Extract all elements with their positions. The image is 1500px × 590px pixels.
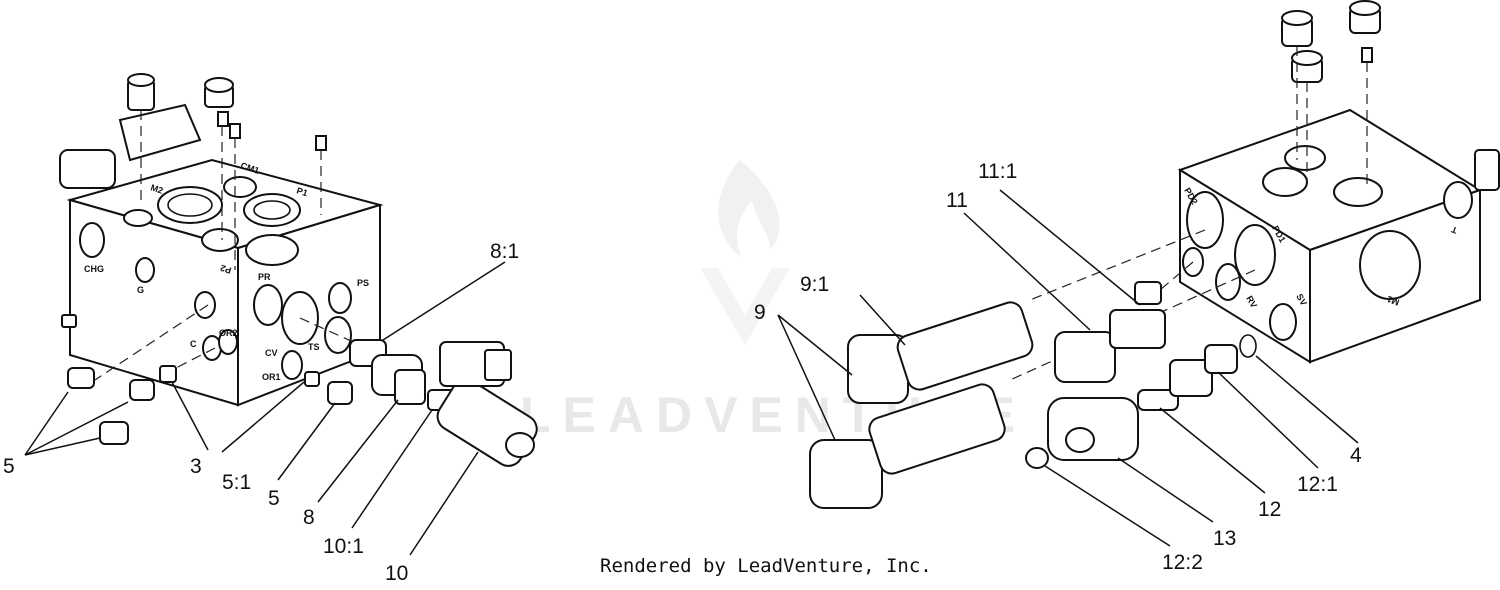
callout-5-right: 5 <box>268 487 280 510</box>
callout-12-1: 12:1 <box>1297 473 1338 496</box>
right-valve-block <box>809 0 1500 509</box>
callout-3: 3 <box>190 455 202 478</box>
callout-4: 4 <box>1350 444 1362 467</box>
left-leader-lines <box>24 261 506 556</box>
left-port-labels: M2 CM1 P1 P2 CHG G PR PS OR2 C CV TS OR1 <box>84 160 369 382</box>
callout-8: 8 <box>303 506 315 529</box>
callout-13: 13 <box>1213 527 1236 550</box>
callout-10: 10 <box>385 562 408 585</box>
left-callouts: 5 3 5:1 5 8 8:1 10:1 10 <box>3 240 519 585</box>
port-label-chg: CHG <box>84 264 104 274</box>
watermark-logo <box>700 160 790 345</box>
port-label-g: G <box>137 285 144 295</box>
port-label-t: T <box>1450 224 1459 235</box>
port-label-c: C <box>190 339 197 349</box>
callout-9-1: 9:1 <box>800 273 829 296</box>
port-label-ps: PS <box>357 278 369 288</box>
callout-5-1: 5:1 <box>222 471 251 494</box>
port-label-m1: M1 <box>1386 294 1401 308</box>
right-callouts: 9:1 9 11:1 11 4 12:1 12 13 12:2 <box>754 160 1362 574</box>
left-valve-block <box>59 73 538 467</box>
port-label-cv: CV <box>265 348 278 358</box>
callout-8-1: 8:1 <box>490 240 519 263</box>
right-leader-lines <box>777 189 1359 547</box>
render-credit: Rendered by LeadVenture, Inc. <box>600 555 932 577</box>
callout-9: 9 <box>754 301 766 324</box>
callout-11-1: 11:1 <box>978 160 1017 183</box>
callout-12: 12 <box>1258 498 1281 521</box>
callout-5-left: 5 <box>3 455 15 478</box>
port-label-m2: M2 <box>149 182 164 195</box>
port-label-pr: PR <box>258 272 271 282</box>
port-label-ts: TS <box>308 342 320 352</box>
callout-11: 11 <box>946 189 968 212</box>
port-label-p2: P2 <box>219 263 233 276</box>
callout-10-1: 10:1 <box>323 535 364 558</box>
port-label-or2: OR2 <box>219 328 238 338</box>
port-label-or1: OR1 <box>262 372 281 382</box>
callout-12-2: 12:2 <box>1162 551 1203 574</box>
port-label-p1: P1 <box>295 185 309 198</box>
